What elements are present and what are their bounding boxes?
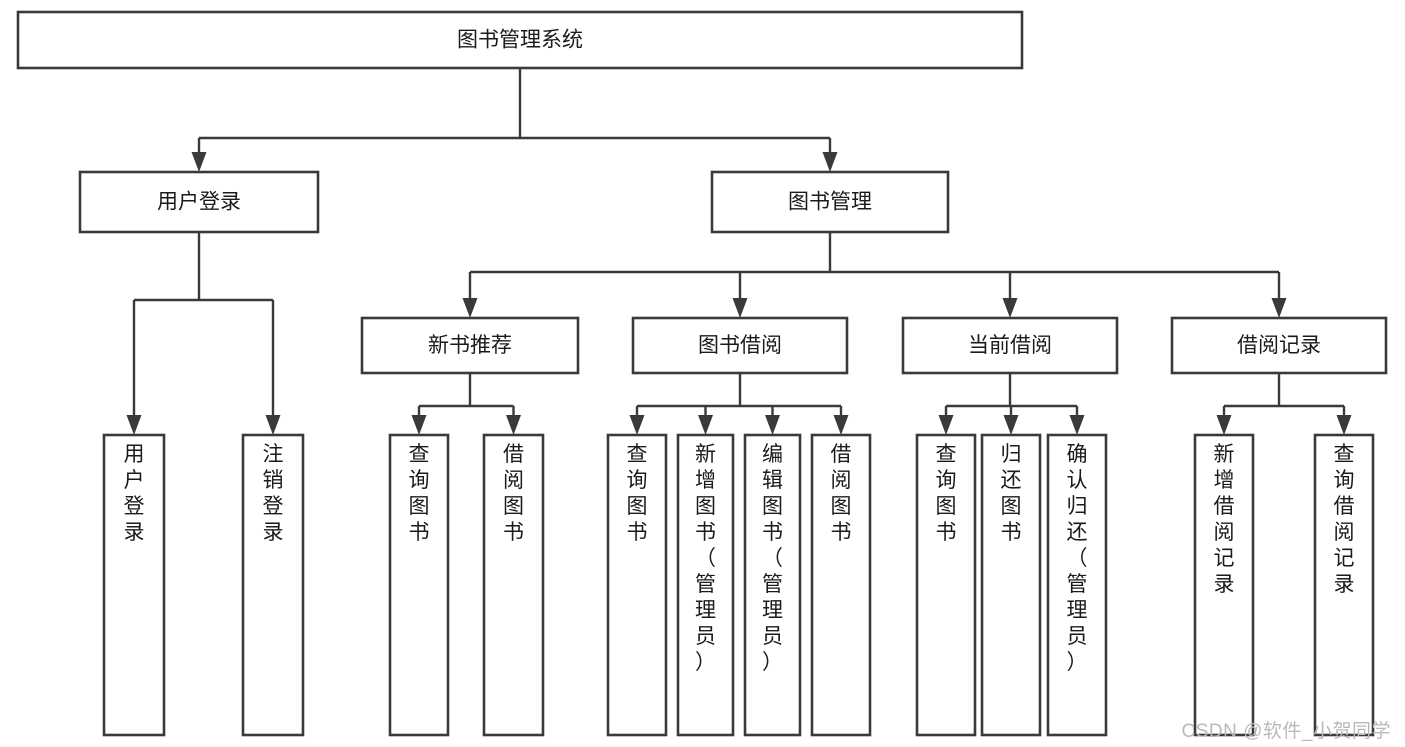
node-book-borrow[interactable]: 图书借阅 [631,316,849,375]
node-label: 新增图书（管理员） [695,443,716,674]
node-box [901,316,1119,375]
node-label: 图书管理系统 [457,29,583,52]
node-label: 当前借阅 [968,334,1052,357]
node-box [710,170,950,234]
node-box [102,433,166,737]
node-leaf-query-book-2[interactable]: 查询图书 [606,433,668,737]
node-label: 图书管理 [788,191,872,214]
node-label: 编辑图书（管理员） [762,443,783,674]
node-box [676,433,735,737]
node-leaf-logout[interactable]: 注销登录 [241,433,305,737]
connector-layer [126,68,1352,435]
node-box [631,316,849,375]
node-label: 借阅图书 [503,443,524,544]
node-label: 借阅记录 [1237,334,1321,357]
node-box [915,433,977,737]
node-box [810,433,872,737]
node-leaf-return-book[interactable]: 归还图书 [980,433,1042,737]
node-current-borrow[interactable]: 当前借阅 [901,316,1119,375]
node-leaf-borrow-book-1[interactable]: 借阅图书 [482,433,545,737]
arrow-head-icon [265,415,281,435]
node-leaf-add-record[interactable]: 新增借阅记录 [1193,433,1255,737]
node-user-login[interactable]: 用户登录 [78,170,320,234]
node-label: 注销登录 [263,443,284,544]
node-leaf-user-login[interactable]: 用户登录 [102,433,166,737]
node-box [482,433,545,737]
arrow-head-icon [629,415,645,435]
node-box [360,316,580,375]
arrow-head-icon [1271,298,1287,318]
node-box [1313,433,1375,737]
node-label: 查询图书 [936,443,957,544]
node-label: 用户登录 [157,191,241,214]
arrow-head-icon [765,415,780,435]
node-leaf-borrow-book-2[interactable]: 借阅图书 [810,433,872,737]
node-layer: 图书管理系统用户登录图书管理新书推荐图书借阅当前借阅借阅记录用户登录注销登录查询… [16,10,1388,737]
arrow-head-icon [191,152,207,172]
arrow-head-icon [1336,415,1352,435]
arrow-head-icon [1003,415,1019,435]
node-label: 查询图书 [409,443,430,544]
arrow-head-icon [462,298,478,318]
node-box [1046,433,1108,737]
node-box [16,10,1024,70]
node-box [1170,316,1388,375]
arrow-head-icon [938,415,954,435]
node-leaf-confirm-return[interactable]: 确认归还（管理员） [1046,433,1108,737]
node-leaf-edit-book[interactable]: 编辑图书（管理员） [743,433,802,737]
node-book-manage[interactable]: 图书管理 [710,170,950,234]
node-label: 归还图书 [1001,443,1022,544]
node-leaf-add-book[interactable]: 新增图书（管理员） [676,433,735,737]
arrow-head-icon [1069,415,1085,435]
arrow-head-icon [506,415,521,435]
node-new-book-rec[interactable]: 新书推荐 [360,316,580,375]
node-label: 查询图书 [627,443,648,544]
node-root[interactable]: 图书管理系统 [16,10,1024,70]
arrow-head-icon [126,415,142,435]
arrow-head-icon [833,415,849,435]
node-box [78,170,320,234]
arrow-head-icon [1216,415,1232,435]
node-leaf-query-book-3[interactable]: 查询图书 [915,433,977,737]
node-label: 图书借阅 [698,334,782,357]
watermark-label: CSDN @软件_小贺同学 [1181,721,1391,742]
node-box [388,433,450,737]
node-label: 用户登录 [124,443,145,544]
node-box [606,433,668,737]
node-borrow-record[interactable]: 借阅记录 [1170,316,1388,375]
node-label: 新书推荐 [428,334,512,357]
arrow-head-icon [822,152,838,172]
node-label: 查询借阅记录 [1334,443,1355,596]
node-box [1193,433,1255,737]
node-label: 借阅图书 [831,443,852,544]
arrow-head-icon [1002,298,1018,318]
node-box [743,433,802,737]
node-label: 确认归还（管理员） [1067,443,1088,674]
arrow-head-icon [411,415,427,435]
node-label: 新增借阅记录 [1214,443,1235,596]
node-leaf-query-record[interactable]: 查询借阅记录 [1313,433,1375,737]
arrow-head-icon [698,415,713,435]
node-box [980,433,1042,737]
arrow-head-icon [732,298,748,318]
node-leaf-query-book-1[interactable]: 查询图书 [388,433,450,737]
node-box [241,433,305,737]
